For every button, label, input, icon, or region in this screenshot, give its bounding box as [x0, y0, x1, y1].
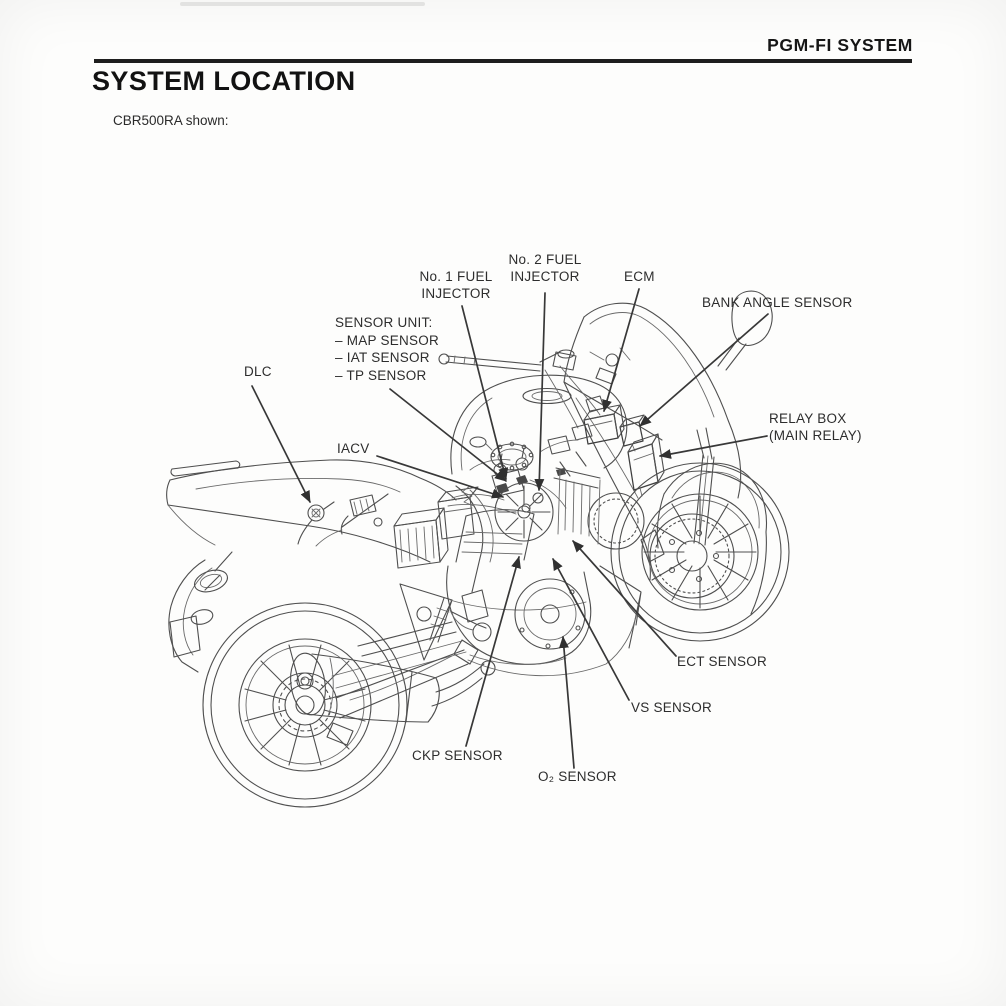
front-wheel: [610, 462, 790, 642]
tail-section: [166, 459, 457, 563]
ecm-component: [583, 404, 625, 445]
callout-lines: [251, 288, 769, 769]
label-iacv: IACV: [337, 441, 370, 456]
callout-line-dlc: [251, 385, 311, 503]
rear-fender-license: [168, 551, 233, 673]
frame-swingarm: [335, 485, 494, 719]
relay-box-component: [627, 433, 665, 497]
windscreen-fairing: [467, 302, 742, 677]
radiator-fan: [494, 467, 645, 550]
callout-line-ect: [572, 540, 677, 657]
label-ect-sensor: ECT SENSOR: [677, 654, 768, 669]
label-ecm: ECM: [624, 269, 655, 284]
label-o2-sensor: O₂ SENSOR: [538, 769, 617, 784]
label-vs-sensor: VS SENSOR: [631, 700, 713, 715]
header-rule: [94, 59, 912, 63]
rear-wheel: [202, 602, 467, 808]
callout-line-relay-box: [659, 435, 768, 459]
label-bank-angle-sensor: BANK ANGLE SENSOR: [702, 295, 853, 310]
callout-line-iacv: [376, 455, 504, 499]
callout-line-no1-injector: [461, 305, 509, 480]
label-dlc: DLC: [244, 364, 272, 379]
engine: [446, 509, 592, 665]
callout-line-ecm: [602, 288, 640, 412]
underseat-electronics: [315, 486, 479, 569]
dlc-connector: [297, 501, 335, 545]
motorcycle-illustration: [166, 290, 790, 808]
label-relay-box: RELAY BOX (MAIN RELAY): [769, 411, 862, 443]
label-no1-fuel-injector: No. 1 FUEL INJECTOR: [419, 269, 493, 301]
page-title: SYSTEM LOCATION: [92, 66, 356, 96]
callout-line-bank-angle: [639, 313, 769, 427]
callout-line-o2: [558, 636, 575, 769]
front-fork-fender: [656, 427, 768, 615]
model-caption: CBR500RA shown:: [113, 113, 229, 128]
section-header: PGM-FI SYSTEM: [767, 35, 913, 55]
callout-line-sensor-unit: [389, 388, 507, 482]
fuel-tank: [450, 374, 628, 475]
exhaust-muffler: [290, 652, 496, 723]
label-sensor-unit: SENSOR UNIT: – MAP SENSOR – IAT SENSOR –…: [335, 315, 440, 383]
callout-line-no2-injector: [534, 292, 546, 491]
callout-line-ckp: [465, 556, 521, 747]
scan-artifact: [180, 2, 425, 6]
callout-line-vs: [552, 558, 630, 701]
label-no2-fuel-injector: No. 2 FUEL INJECTOR: [508, 252, 582, 284]
label-ckp-sensor: CKP SENSOR: [412, 748, 503, 763]
